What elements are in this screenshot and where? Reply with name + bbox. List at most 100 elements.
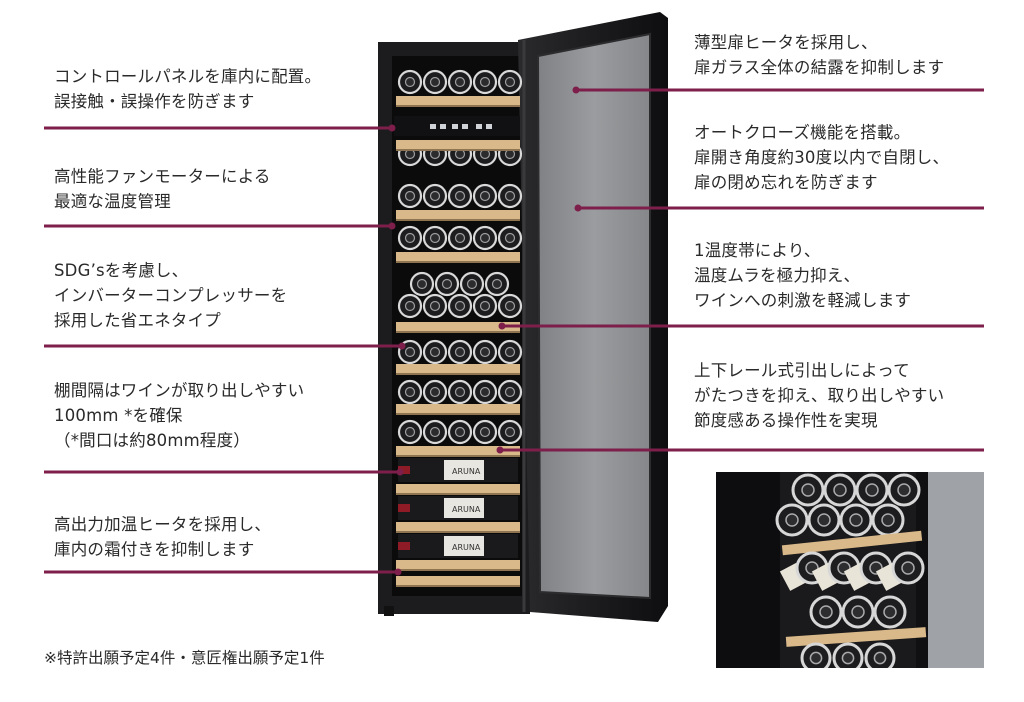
callout-heater: 高出力加温ヒータを採用し、 庫内の霜付きを抑制します [54,512,271,562]
bottle-cap [454,426,466,438]
inset-bottle-cap [819,605,833,619]
inset-cabinet-wall [716,472,780,668]
bottle-cap [504,76,516,88]
callout-line: 最適な温度管理 [54,192,171,211]
leader-dot [572,86,580,94]
callout-line: 温度ムラを極力抑え、 [694,266,861,285]
bottle-cap [404,232,416,244]
bottle-cap [429,232,441,244]
bottle-cap [404,346,416,358]
inset-bottle-cap [897,483,911,497]
bottle-cap [504,190,516,202]
leader-line [44,470,400,474]
shelf-edge [396,373,520,375]
shelf-edge [396,261,520,263]
leader-dot [398,342,406,350]
panel-digit [440,124,446,129]
bottle-capsule [398,466,410,474]
inset-bottle-cap [849,513,863,527]
shelf-board [396,96,520,105]
bottle-label [444,536,484,556]
bottle-cap [454,232,466,244]
leader-dot [496,446,504,454]
bottle-cap [404,426,416,438]
shelf-edge [396,493,520,495]
bottle-cap [454,76,466,88]
bottle-label [444,498,484,518]
callout-auto-close: オートクローズ機能を搭載。 扉開き角度約30度以内で自閉し、 扉の閉め忘れを防ぎ… [694,120,949,195]
callout-line: インバーターコンプレッサーを [54,286,288,305]
bottle-label-text: ARUNA [452,505,481,514]
leader-dot [394,568,402,576]
leader-line [44,224,392,228]
bottle-cap [479,190,491,202]
cabinet-foot [384,606,394,616]
bottle-cap [454,190,466,202]
bottle-cap [416,278,428,290]
callout-shelf-spacing: 棚間隔はワインが取り出しやすい 100mm *を確保 （*間口は約80mm程度） [54,378,304,453]
leader-dot [396,468,404,476]
bottle-cap [429,300,441,312]
shelf-board [396,484,520,493]
inset-bottle-cap [881,513,895,527]
bottle-capsule [398,542,410,550]
shelf-board [396,140,520,149]
callout-line: 節度感ある操作性を実現 [694,411,878,430]
inset-bottle-cap [801,483,815,497]
callout-line: がたつきを抑え、取り出しやすい [694,386,945,405]
inset-bottle-cap [865,483,879,497]
inset-shelf [781,530,923,556]
shelf-board [396,404,520,413]
callout-line: 1温度帯により、 [694,241,821,260]
bottle-cap [479,300,491,312]
shelf-board [396,560,520,569]
leader-line [502,324,984,328]
callout-line: 扉ガラス全体の結露を抑制します [694,58,945,77]
callout-line: コントロールパネルを庫内に配置。 [54,67,322,86]
inset-door-glass [924,472,984,668]
footnote: ※特許出願予定4件・意匠権出願予定1件 [44,649,325,667]
leader-line [500,448,984,452]
callout-line: 100mm *を確保 [54,406,183,425]
shelf-edge [396,149,520,151]
bottle-cap [479,346,491,358]
panel-display [430,124,492,129]
inset-bottle-cap [851,605,865,619]
shelf-board [396,576,520,585]
bottle-cap [454,386,466,398]
bottle-cap [454,300,466,312]
bottle-cap [429,190,441,202]
shelf-board [396,252,520,261]
bottle-cap [504,232,516,244]
panel-digit [462,124,468,129]
panel-digit [452,124,458,129]
shelf-edge [396,105,520,107]
shelf-closeup-image [716,472,984,668]
shelf-board [396,364,520,373]
shelf-board [396,322,520,331]
shelf-edge [396,531,520,533]
callout-single-zone: 1温度帯により、 温度ムラを極力抑え、 ワインへの刺激を軽減します [694,238,911,313]
shelf-edge [396,331,520,333]
shelf-board [396,210,520,219]
panel-digit [476,124,482,129]
leader-line [576,88,984,92]
panel-digit [430,124,436,129]
leader-dot [388,124,396,132]
bottle-cap [504,300,516,312]
bottle-cap [404,300,416,312]
leader-dot [388,222,396,230]
bottle-cap [504,386,516,398]
bottle-label [444,460,484,480]
bottle-cap [479,232,491,244]
inset-bottle-cap [785,513,799,527]
callout-fan-motor: 高性能ファンモーターによる 最適な温度管理 [54,164,271,214]
leader-dot [498,322,506,330]
panel-digit [486,124,492,129]
bottle-cap [491,278,503,290]
bottle-label-text: ARUNA [452,467,481,476]
bottle-capsule [398,504,410,512]
shelf-closeup-svg [716,472,984,668]
bottle-cap [429,76,441,88]
inset-bottle-cap [809,651,823,665]
